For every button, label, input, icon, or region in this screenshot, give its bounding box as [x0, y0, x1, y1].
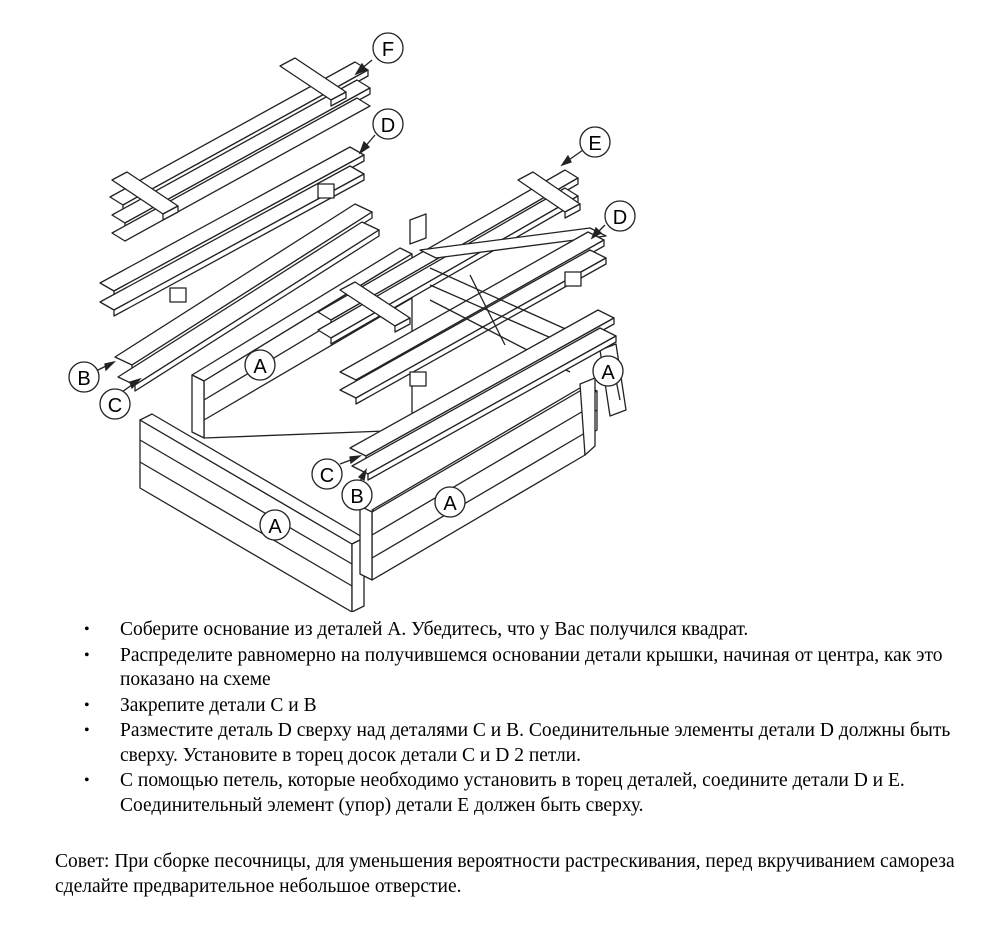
side-a-front-left — [139, 413, 365, 612]
svg-text:D: D — [381, 115, 395, 137]
svg-text:C: C — [320, 465, 334, 487]
bullet-marker: • — [84, 696, 90, 714]
instruction-text: Распределите равномерно на получившемся … — [120, 644, 943, 691]
svg-text:A: A — [253, 356, 267, 378]
part-d-left — [99, 146, 365, 317]
bullet-marker: • — [84, 722, 90, 739]
part-d-right — [339, 227, 607, 405]
label-a-front-left: A — [259, 509, 291, 541]
part-bc-right — [349, 309, 617, 481]
label-e-right: E — [579, 126, 611, 158]
label-c-left: C — [99, 388, 131, 420]
part-e-right — [317, 169, 581, 345]
label-b-right: B — [341, 479, 373, 511]
instruction-step: • Закрепите детали С и В — [80, 694, 980, 719]
svg-text:A: A — [601, 362, 615, 384]
instruction-step: • Разместите деталь D сверху над деталями… — [80, 719, 980, 768]
bullet-marker: • — [84, 646, 90, 664]
instruction-text: С помощью петель, которые необходимо уст… — [120, 770, 905, 816]
instruction-list: • Соберите основание из деталей А. Убедит… — [80, 618, 980, 819]
instruction-text: Соберите основание из деталей А. Убедите… — [120, 619, 749, 640]
instruction-step: • Соберите основание из деталей А. Убедит… — [80, 618, 980, 643]
svg-text:F: F — [382, 39, 394, 61]
instruction-text: Разместите деталь D сверху над деталями … — [120, 720, 951, 766]
label-a-left-back: A — [244, 349, 276, 381]
instruction-step: • С помощью петель, которые необходимо ус… — [80, 769, 980, 818]
bullet-marker: • — [84, 621, 90, 638]
svg-text:A: A — [268, 516, 282, 538]
svg-text:B: B — [350, 486, 363, 508]
svg-text:D: D — [613, 207, 627, 229]
instruction-text: Закрепите детали С и В — [120, 694, 317, 716]
label-d-right: D — [604, 200, 636, 232]
label-d-left: D — [372, 108, 404, 140]
label-c-right: C — [311, 458, 343, 490]
svg-text:C: C — [108, 395, 122, 417]
side-a-front-right — [359, 377, 596, 581]
label-b-left: B — [68, 361, 100, 393]
part-bc-left — [114, 203, 380, 392]
instruction-step: • Распределите равномерно на получившемся… — [80, 644, 980, 693]
label-a-right-back: A — [592, 355, 624, 387]
assembly-diagram: F D E D B C A A — [68, 32, 636, 612]
assembly-tip: Совет: При сборке песочницы, для уменьше… — [55, 851, 955, 897]
svg-text:A: A — [443, 493, 457, 515]
svg-text:B: B — [77, 368, 90, 390]
label-a-front-right: A — [434, 486, 466, 518]
svg-text:E: E — [588, 133, 601, 155]
bullet-marker: • — [84, 772, 90, 789]
label-f-top: F — [372, 32, 404, 64]
part-f-left — [109, 57, 371, 242]
